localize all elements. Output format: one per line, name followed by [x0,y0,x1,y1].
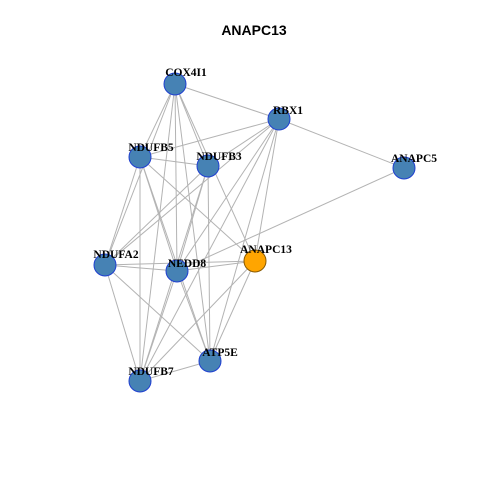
node-ndufb7[interactable] [128,369,152,393]
edge-rbx1-anapc13 [254,118,280,262]
edge-cox4i1-ndufb5 [139,83,176,158]
edge-ndufa2-ndufb7 [104,264,141,382]
edge-ndufb5-atp5e [139,156,211,362]
nodes-layer [93,72,416,393]
graph-title: ANAPC13 [221,22,287,38]
node-label-ndufb7: NDUFB7 [128,366,174,378]
node-rbx1[interactable] [267,107,291,131]
node-label-rbx1: RBX1 [273,105,303,117]
edge-atp5e-ndufb7 [139,360,211,382]
edge-ndufa2-nedd8 [104,264,178,272]
edge-cox4i1-ndufb3 [174,83,209,167]
node-label-ndufa2: NDUFA2 [93,249,138,261]
node-label-cox4i1: COX4I1 [165,67,207,79]
edge-ndufb5-anapc13 [139,156,256,262]
node-nedd8[interactable] [165,259,189,283]
node-ndufa2[interactable] [93,253,117,277]
edge-ndufb3-ndufa2 [104,165,209,266]
edge-rbx1-anapc5 [278,118,405,169]
edge-nedd8-atp5e [176,270,211,362]
edge-rbx1-ndufb5 [139,118,280,158]
edge-anapc5-nedd8 [176,167,405,272]
node-label-atp5e: ATP5E [202,347,238,359]
edge-nedd8-ndufb7 [139,270,178,382]
edge-anapc13-ndufb7 [139,260,256,382]
edge-ndufa2-atp5e [104,264,211,362]
edge-rbx1-ndufb3 [207,118,280,167]
edge-cox4i1-rbx1 [174,83,280,120]
edge-rbx1-ndufb7 [139,118,280,382]
edge-cox4i1-ndufb7 [139,83,176,382]
node-atp5e[interactable] [198,349,222,373]
edge-anapc13-atp5e [209,260,256,362]
node-anapc13[interactable] [243,249,267,273]
node-anapc5[interactable] [392,156,416,180]
node-label-nedd8: NEDD8 [168,258,207,270]
edge-nedd8-anapc13 [176,260,256,272]
node-label-anapc5: ANAPC5 [391,153,437,165]
edge-ndufb5-ndufa2 [104,156,141,266]
node-cox4i1[interactable] [163,72,187,96]
node-ndufb3[interactable] [196,154,220,178]
node-label-ndufb3: NDUFB3 [196,151,242,163]
edges-layer [104,83,405,382]
edge-rbx1-ndufa2 [104,118,280,266]
edge-ndufb3-atp5e [207,165,211,362]
node-ndufb5[interactable] [128,145,152,169]
node-label-ndufb5: NDUFB5 [128,142,174,154]
node-label-anapc13: ANAPC13 [240,244,292,256]
edge-rbx1-nedd8 [176,118,280,272]
edge-cox4i1-nedd8 [174,83,178,272]
edge-cox4i1-atp5e [174,83,211,362]
